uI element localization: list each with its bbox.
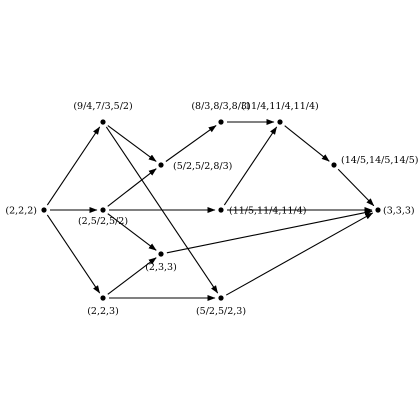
node-label: (11/4,11/4,11/4) bbox=[241, 101, 318, 112]
graph-node: (5/2,5/2,3) bbox=[196, 295, 246, 317]
graph-node: (2,2,3) bbox=[87, 295, 119, 317]
edge-arrow bbox=[107, 257, 157, 295]
node-dot bbox=[331, 162, 337, 168]
graph-node: (9/4,7/3,5/2) bbox=[73, 101, 133, 125]
edge-arrow bbox=[46, 126, 101, 206]
graph-node: (2,3,3) bbox=[145, 251, 177, 273]
nodes-layer: (2,2,2) (9/4,7/3,5/2) (2,5/2,5/2) (2,2,3) (5… bbox=[5, 101, 418, 317]
node-dot bbox=[218, 295, 224, 301]
edge-arrow bbox=[46, 214, 101, 294]
edge-arrow bbox=[337, 168, 375, 207]
node-dot bbox=[375, 207, 381, 213]
node-label: (14/5,14/5,14/5) bbox=[341, 155, 418, 166]
edge-arrow bbox=[107, 213, 157, 251]
edge-arrow bbox=[107, 168, 157, 207]
node-label: (2,2,2) bbox=[5, 206, 37, 217]
edges-layer bbox=[46, 119, 375, 301]
graph-node: (5/2,5/2,8/3) bbox=[158, 161, 232, 172]
graph-node: (14/5,14/5,14/5) bbox=[331, 155, 418, 168]
node-label: (2,2,3) bbox=[87, 306, 119, 317]
node-dot bbox=[100, 119, 106, 125]
node-dot bbox=[158, 162, 164, 168]
edge-arrow bbox=[284, 125, 330, 162]
node-label: (11/5,11/4,11/4) bbox=[229, 206, 306, 217]
node-dot bbox=[41, 207, 47, 213]
graph-node: (11/5,11/4,11/4) bbox=[218, 206, 306, 217]
graph-node: (3,3,3) bbox=[375, 206, 415, 217]
node-label: (2,5/2,5/2) bbox=[78, 216, 128, 227]
edge-arrow bbox=[166, 209, 373, 254]
node-label: (5/2,5/2,3) bbox=[196, 306, 246, 317]
edge-arrow bbox=[223, 126, 278, 206]
node-dot bbox=[277, 119, 283, 125]
node-label: (9/4,7/3,5/2) bbox=[73, 101, 132, 112]
node-label: (2,3,3) bbox=[145, 262, 177, 273]
node-dot bbox=[100, 295, 106, 301]
node-label: (8/3,8/3,8/3) bbox=[191, 101, 250, 112]
edge-arrow bbox=[165, 125, 217, 162]
node-dot bbox=[218, 207, 224, 213]
graph-node: (11/4,11/4,11/4) bbox=[241, 101, 319, 125]
edge-arrow bbox=[105, 126, 219, 294]
node-label: (3,3,3) bbox=[383, 206, 415, 217]
edge-arrow bbox=[225, 212, 374, 296]
graph-node: (2,5/2,5/2) bbox=[78, 207, 128, 227]
graph-node: (2,2,2) bbox=[5, 206, 47, 217]
node-dot bbox=[100, 207, 106, 213]
edge-arrow bbox=[107, 125, 157, 162]
graph-node: (8/3,8/3,8/3) bbox=[191, 101, 251, 125]
node-label: (5/2,5/2,8/3) bbox=[173, 161, 232, 172]
node-dot bbox=[218, 119, 224, 125]
node-dot bbox=[158, 251, 164, 257]
